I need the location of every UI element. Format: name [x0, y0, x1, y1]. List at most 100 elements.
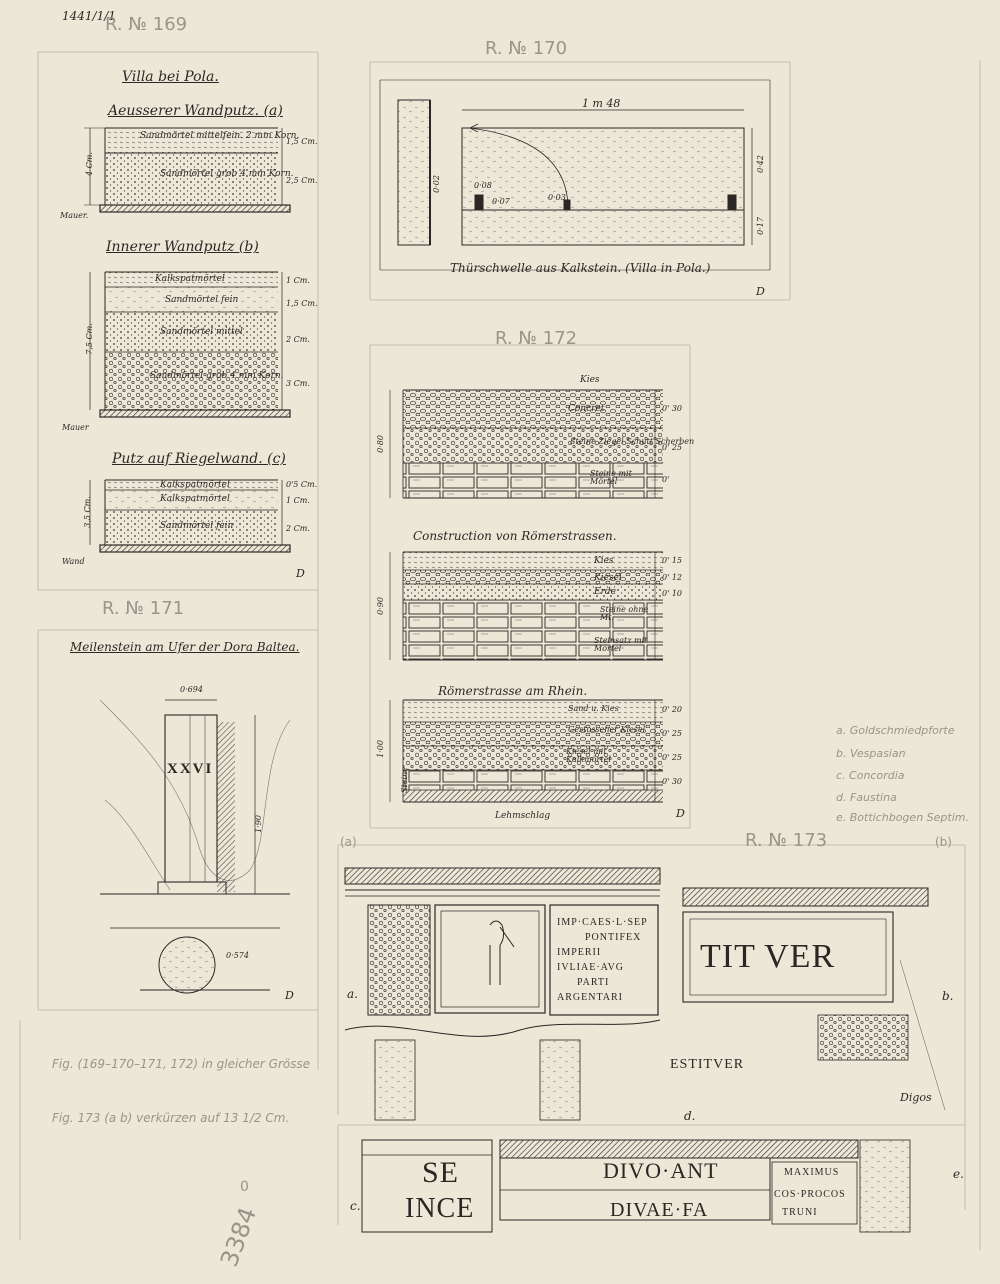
fig173-c-label: c.	[350, 1199, 361, 1213]
inscription-e-l5: TRUNI	[782, 1207, 818, 1218]
legend-b: b. Vespasian	[836, 747, 906, 760]
fig169c-base: Wand	[62, 557, 85, 566]
fig169-sign: D	[296, 567, 305, 580]
fig173-e-label: e.	[953, 1167, 964, 1181]
fig172-s3-l3: Kiesel mit Kalkmörtel	[566, 747, 611, 764]
fig172-s2-d1: 0' 15	[662, 556, 683, 565]
fig173-a-label: a.	[347, 987, 358, 1001]
corner-number: 1441/1/1	[62, 9, 116, 23]
fig171-number: R. № 171	[102, 598, 185, 619]
inscription-e-l3: MAXIMUS	[784, 1167, 840, 1178]
legend-d: d. Faustina	[836, 791, 897, 804]
fig172-s3-d2: 0' 25	[662, 729, 683, 738]
fig169a-title: Aeusserer Wandputz. (a)	[108, 103, 283, 119]
fig170-sign: D	[756, 285, 765, 298]
fig172-s1-d3: 0'	[662, 475, 670, 484]
fig169b-dim4: 3 Cm.	[286, 379, 310, 388]
fig169b-total: 7,5 Cm.	[84, 323, 94, 355]
fig169a-dim2: 2,5 Cm.	[286, 176, 318, 185]
pencil-mark: 0	[240, 1179, 249, 1195]
fig170-width: 1 m 48	[582, 97, 621, 110]
fig172-s1-d1: 0' 30	[662, 404, 683, 413]
fig172-road-sections	[389, 389, 663, 803]
pencil-guides	[19, 51, 981, 1250]
fig171-numeral: XXVI	[167, 761, 214, 777]
fig169b-layer4: Sandmörtel grob 4 mm Korn.	[150, 371, 284, 381]
inscription-a-l6: ARGENTARI	[557, 992, 623, 1003]
fig173-tag-a: (a)	[340, 835, 357, 849]
fig172-s3-l1: Sand u. Kies	[568, 704, 619, 713]
fig172-s3-bottom: Lehmschlag	[495, 811, 551, 821]
fig169c-section	[89, 479, 291, 553]
fig170-d4: 0·03	[548, 193, 566, 202]
fig172-s2-l1: Kies	[594, 556, 614, 566]
inscription-a-l5: PARTI	[577, 977, 610, 988]
fig172-s3-d4: 0' 30	[662, 777, 683, 786]
inscription-e-l1: DIVO·ANT	[603, 1158, 719, 1183]
fig171-title: Meilenstein am Ufer der Dora Baltea.	[70, 640, 300, 654]
fig169c-title: Putz auf Riegelwand. (c)	[112, 451, 286, 467]
fig172-s3-total: 1·00	[375, 740, 385, 758]
fig172-s3-d3: 0' 25	[662, 753, 683, 762]
fig170-number: R. № 170	[485, 38, 568, 59]
inscription-a-l3: IMPERII	[557, 947, 602, 958]
fig169b-dim3: 2 Cm.	[286, 335, 310, 344]
fig173-d-label: d.	[684, 1109, 696, 1123]
fig169c-layer1: Kalkspatmörtel	[160, 480, 230, 490]
note-scale-reduce: Fig. 173 (a b) verkürzen auf 13 1/2 Cm.	[52, 1111, 290, 1125]
inscription-a-l2: PONTIFEX	[585, 932, 642, 943]
legend-c: c. Concordia	[836, 769, 905, 782]
inscription-e-l2: DIVAE·FA	[610, 1199, 709, 1221]
fig169c-dim3: 2 Cm.	[286, 524, 310, 533]
inscription-c-l1: SE	[422, 1156, 460, 1189]
note-scale-same: Fig. (169–170–171, 172) in gleicher Grös…	[52, 1057, 311, 1071]
fig169-title: Villa bei Pola.	[122, 69, 219, 85]
fig170-d3: 0·07	[492, 197, 510, 206]
fig172-s2-l4: Steine ohne Mt.	[600, 605, 649, 622]
fig173-fragments	[344, 867, 946, 1233]
fig172-s2-d3: 0' 10	[662, 589, 683, 598]
fig169a-section	[84, 127, 291, 213]
inscription-b: TIT VER	[700, 938, 836, 975]
fig169b-section	[89, 271, 291, 418]
fig169b-layer1: Kalkspatmörtel	[155, 274, 225, 284]
fig169c-total: 3,5 Cm.	[82, 496, 92, 528]
fig171-height: 1·90	[253, 815, 263, 833]
fig169b-title: Innerer Wandputz (b)	[106, 239, 259, 255]
inscription-a-l1: IMP·CAES·L·SEP	[557, 917, 648, 928]
fig169c-dim2: 1 Cm.	[286, 496, 310, 505]
fig172-s1-l1: Concret	[568, 404, 605, 414]
fig172-s2-l2: Kiesel	[594, 573, 622, 583]
fig172-s1-d2: 0' 25	[662, 443, 683, 452]
fig172-s1-l3: Steine mit Mörtel	[590, 469, 632, 486]
fig172-s2-l5: Steinsatz mit Mörtel	[594, 636, 648, 653]
fig169b-dim2: 1,5 Cm.	[286, 299, 318, 308]
fig169c-dim1: 0'5 Cm.	[286, 480, 318, 489]
fig171-base: 0·574	[226, 951, 249, 960]
fig173-sign: Digos	[900, 1091, 932, 1104]
fig172-sign: D	[676, 807, 685, 820]
fig169a-base: Mauer.	[60, 211, 89, 220]
legend-e: e. Bottichbogen Septim.	[836, 811, 969, 824]
fig172-s2-l3: Erde	[594, 587, 616, 597]
fig169b-layer2: Sandmörtel fein	[165, 295, 239, 305]
fig172-s2-title: Construction von Römerstrassen.	[413, 529, 617, 543]
fig169a-layer1: Sandmörtel mittelfein. 2 mm Korn.	[140, 131, 300, 141]
fig169c-layer3: Sandmörtel fein	[160, 521, 234, 531]
inscription-e-l4: COS·PROCOS	[774, 1189, 846, 1200]
fig170-d2: 0·08	[474, 181, 492, 190]
fig172-s3-d1: 0' 20	[662, 705, 683, 714]
fig170-caption: Thürschwelle aus Kalkstein. (Villa in Po…	[450, 261, 711, 275]
fig170-d6: 0·17	[755, 217, 765, 235]
fig170-d5: 0·42	[755, 155, 765, 173]
inscription-c-l2: INCE	[405, 1193, 475, 1224]
fig173-number: R. № 173	[745, 830, 828, 851]
fig169c-layer2: Kalkspatmörtel	[160, 494, 230, 504]
fig169b-base: Mauer	[62, 423, 89, 432]
fig170-d1: 0·02	[431, 175, 441, 193]
inscription-a-l4: IVLIAE·AVG	[557, 962, 625, 973]
fig172-s2-d2: 0' 12	[662, 573, 683, 582]
fig171-sign: D	[285, 989, 294, 1002]
fig172-s1-total: 0·80	[375, 435, 385, 453]
